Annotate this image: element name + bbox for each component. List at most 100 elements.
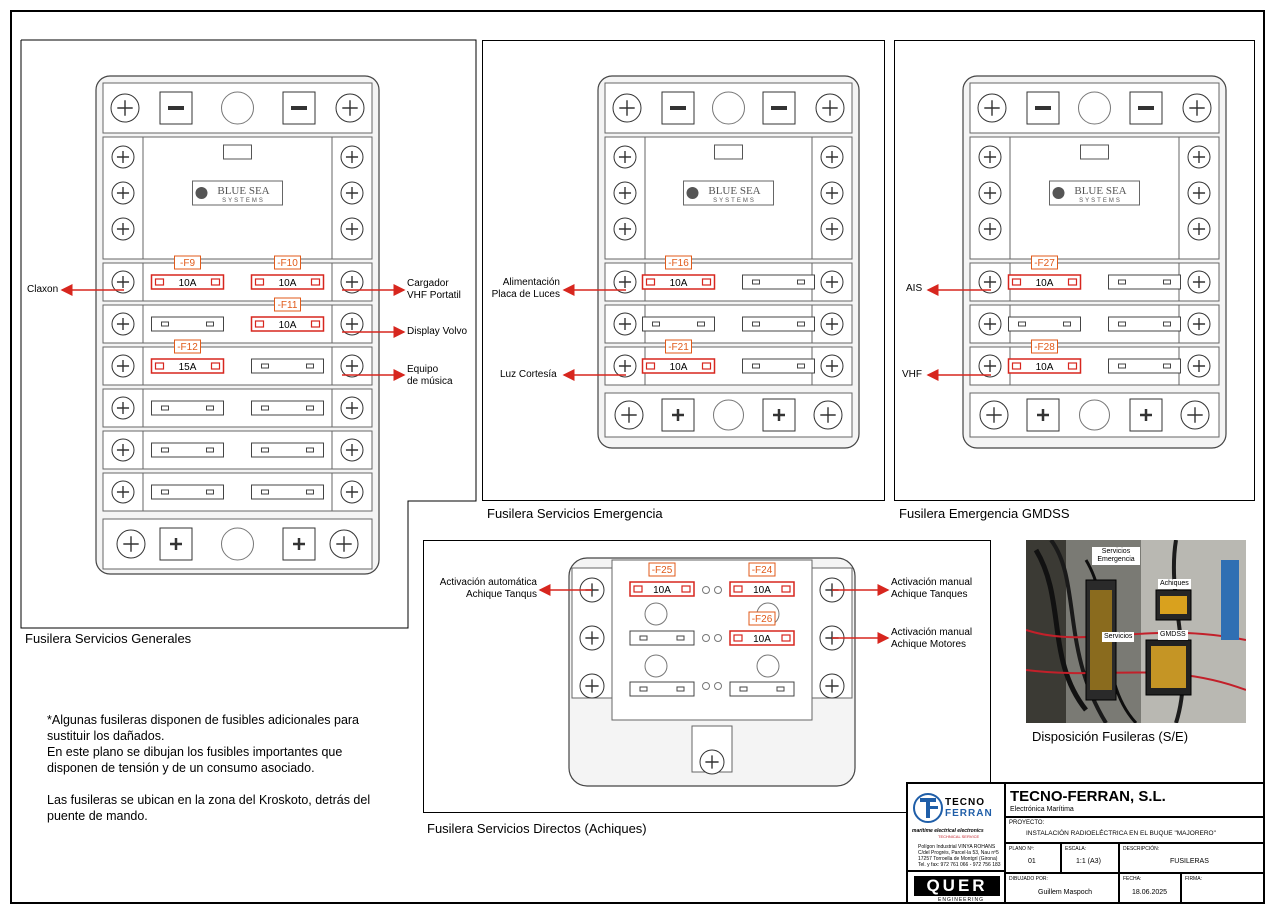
tb-plano-cell: PLANO Nº: 01 xyxy=(1005,843,1061,873)
tb-proyecto-cell: PROYECTO: INSTALACIÓN RADIOELÉCTRICA EN … xyxy=(1005,817,1264,843)
blue-sea-text: BLUE SEA xyxy=(217,185,269,197)
tecno-ferran-logo-icon xyxy=(913,793,943,823)
label-vhf: VHF xyxy=(902,369,922,380)
firma-label: FIRMA: xyxy=(1185,876,1202,882)
quer-sub: ENGINEERING xyxy=(938,897,985,903)
label-alimentacion-l2: Placa de Luces xyxy=(491,289,560,300)
screw-slot xyxy=(345,485,359,499)
blue-sea-text: BLUE SEA xyxy=(1074,185,1126,197)
mount-hole xyxy=(644,654,668,678)
fuse-contact xyxy=(733,585,743,593)
screw-slot xyxy=(116,222,130,236)
tb-descripcion-cell: DESCRIPCIÓN: FUSILERAS xyxy=(1119,843,1264,873)
screw-slot xyxy=(345,222,359,236)
photo-tag-achiques: Achiques xyxy=(1158,579,1191,589)
label-activacion-manual-tanques: Activación manual Achique Tanques xyxy=(891,577,972,601)
screw-slot xyxy=(983,317,997,331)
minus-mark xyxy=(1035,106,1051,110)
fuse-contact xyxy=(1163,321,1171,327)
fuse-slot-empty xyxy=(742,274,815,290)
fuse-slot-active xyxy=(250,274,325,290)
note-2: En este plano se dibujan los fusibles im… xyxy=(47,745,343,775)
fuse-contact xyxy=(310,278,321,286)
screw-slot xyxy=(345,317,359,331)
fuse-slot-empty xyxy=(151,484,224,500)
screw-slot xyxy=(117,100,133,116)
fuse-contact xyxy=(701,362,712,370)
fuse-contact xyxy=(752,321,760,327)
row-terminal-left xyxy=(969,262,1011,302)
photo-fuse-layout: Servicios Emergencia Achiques Servicios … xyxy=(1026,540,1246,723)
screw-slot xyxy=(983,275,997,289)
company-name: TECNO-FERRAN, S.L. xyxy=(1010,788,1166,805)
screw-slot xyxy=(585,631,599,645)
center-hole xyxy=(1078,91,1111,125)
screw-slot xyxy=(345,401,359,415)
mount-hole xyxy=(644,602,668,626)
fuse-id: -F12 xyxy=(177,342,198,353)
screw-slot xyxy=(618,275,632,289)
label-cargador: Cargador VHF Portatil xyxy=(407,278,461,302)
descripcion-value: FUSILERAS xyxy=(1170,858,1209,865)
tb-dibujado-cell: DIBUJADO POR: Guillem Maspoch xyxy=(1005,873,1119,903)
minus-mark xyxy=(771,106,787,110)
screw-slot xyxy=(983,150,997,164)
label-equipo-l1: Equipo xyxy=(407,364,439,375)
fuse-contact xyxy=(1067,362,1078,370)
title-block: TECNO FERRAN maritime electrical electro… xyxy=(906,782,1265,904)
fuse-tag xyxy=(174,255,201,270)
fuse-contact xyxy=(306,405,314,411)
bus-slot xyxy=(1080,144,1109,160)
plano-label: PLANO Nº: xyxy=(1009,846,1035,852)
bus-slot xyxy=(223,144,252,160)
logo-tecno: TECNO xyxy=(945,797,985,808)
fuse-contact xyxy=(1067,278,1078,286)
fuse-contact xyxy=(797,363,805,369)
blue-sea-logo-icon xyxy=(686,187,699,199)
fuse-slot-empty xyxy=(251,358,324,374)
fuse-tag xyxy=(748,611,776,626)
fuse-contact xyxy=(697,321,705,327)
screw-slot xyxy=(825,150,839,164)
bus-hole xyxy=(714,682,722,690)
label-cargador-l1: Cargador xyxy=(407,278,449,289)
blue-sea-logo-icon xyxy=(195,187,208,199)
label-claxon: Claxon xyxy=(27,284,59,295)
center-hole xyxy=(221,527,254,561)
fuse-contact xyxy=(733,634,743,642)
fuse-contact xyxy=(206,405,214,411)
fuse-rating: 10A xyxy=(753,634,771,645)
fuse-slot-active xyxy=(641,274,716,290)
screw-slot xyxy=(123,536,139,552)
fuse-slot-empty xyxy=(151,316,224,332)
screw-slot xyxy=(116,359,130,373)
fuse-slot-empty xyxy=(1108,274,1181,290)
fuse-tag xyxy=(274,255,301,270)
center-hole xyxy=(1079,399,1110,431)
fuse-slot-active xyxy=(1007,274,1082,290)
screw-slot xyxy=(983,186,997,200)
screw-slot xyxy=(983,359,997,373)
fuse-contact xyxy=(206,321,214,327)
label-equipo-l2: de música xyxy=(407,376,453,387)
label-equipo-musica: Equipo de música xyxy=(407,364,453,388)
logo-ferran: FERRAN xyxy=(945,808,993,819)
blue-sea-subtext: SYSTEMS xyxy=(713,198,756,204)
screw-slot xyxy=(116,275,130,289)
label-activacion-automatica: Activación automática Achique Tanqus xyxy=(425,577,537,601)
fuse-contact xyxy=(206,447,214,453)
screw-slot xyxy=(619,100,635,116)
fuse-rating: 10A xyxy=(1036,362,1054,373)
screw-slot xyxy=(984,100,1000,116)
fuse-rating: 10A xyxy=(1036,278,1054,289)
minus-mark xyxy=(291,106,307,110)
fecha-value: 18.06.2025 xyxy=(1132,889,1168,896)
screw-slot xyxy=(822,100,838,116)
fuse-slot-empty xyxy=(742,316,815,332)
screw-slot xyxy=(825,275,839,289)
photo-tag-servicios: Servicios xyxy=(1102,632,1135,642)
fuse-contact xyxy=(161,447,169,453)
screw-slot xyxy=(618,186,632,200)
